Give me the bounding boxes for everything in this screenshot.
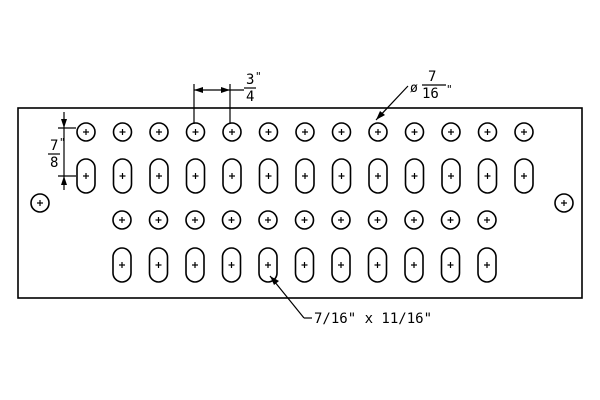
round-hole-denominator: 16 <box>422 86 439 102</box>
slot-hole <box>222 158 242 194</box>
round-hole <box>440 210 461 230</box>
slot-hole <box>441 158 461 194</box>
round-hole <box>185 210 205 230</box>
slot-hole <box>185 158 206 194</box>
slot-row-1 <box>76 158 534 194</box>
round-hole <box>331 122 352 142</box>
slot-hole <box>514 158 534 194</box>
row-spacing-numerator: 7 <box>50 138 58 154</box>
mounting-hole <box>554 193 574 213</box>
round-hole-mark: " <box>446 83 453 96</box>
diameter-symbol: ø <box>410 81 418 96</box>
slot-hole <box>149 158 169 194</box>
arrowhead-top <box>61 119 67 128</box>
arrowhead-left <box>194 87 203 93</box>
mounting-holes <box>30 193 574 213</box>
slot-hole <box>404 247 424 283</box>
row-spacing-denominator: 8 <box>50 155 58 171</box>
round-hole <box>112 210 132 230</box>
round-hole <box>441 122 461 142</box>
round-hole <box>149 122 169 142</box>
slot-hole <box>477 247 497 283</box>
round-hole-leader-arrow <box>376 111 385 120</box>
round-hole <box>367 210 388 230</box>
hole-spacing-mark: " <box>255 70 262 83</box>
round-hole <box>294 210 315 230</box>
slot-hole <box>331 247 351 283</box>
slot-hole <box>258 247 278 283</box>
round-hole-row-1 <box>76 122 534 142</box>
slot-hole <box>112 158 133 194</box>
round-hole-numerator: 7 <box>428 69 436 85</box>
mounting-hole <box>30 193 50 213</box>
slot-leader-arrow <box>270 276 279 285</box>
round-hole <box>258 122 279 142</box>
hole-spacing-denominator: 4 <box>246 89 254 105</box>
arrowhead-bottom <box>61 176 67 185</box>
slot-hole <box>404 158 425 194</box>
round-hole <box>368 122 388 142</box>
slot-hole <box>295 158 315 194</box>
slot-hole <box>221 247 242 283</box>
round-hole <box>477 210 497 230</box>
round-hole <box>148 210 169 230</box>
row-spacing-dimension: 7 " 8 <box>48 112 76 190</box>
slot-hole <box>294 247 315 283</box>
round-hole <box>404 210 424 230</box>
slot-hole <box>367 247 388 283</box>
round-hole <box>222 122 242 142</box>
slot-hole <box>368 158 388 194</box>
round-hole <box>112 122 133 142</box>
slot-row-2 <box>112 247 497 283</box>
slot-size-label: 7/16" x 11/16" <box>314 311 432 327</box>
round-hole <box>514 122 534 142</box>
slot-hole <box>112 247 132 283</box>
slot-hole <box>258 158 279 194</box>
slot-hole <box>477 158 498 194</box>
round-hole-callout: ø 7 16 " <box>375 69 453 121</box>
slot-hole <box>185 247 205 283</box>
round-hole <box>221 210 242 230</box>
slot-hole <box>440 247 461 283</box>
round-hole <box>404 122 425 142</box>
hole-spacing-numerator: 3 <box>246 72 254 88</box>
round-hole <box>76 122 96 142</box>
round-hole <box>331 210 351 230</box>
round-hole <box>185 122 206 142</box>
slot-hole <box>148 247 169 283</box>
round-hole <box>477 122 498 142</box>
slot-hole <box>76 158 96 194</box>
round-hole <box>258 210 278 230</box>
round-hole <box>295 122 315 142</box>
arrowhead-right <box>221 87 230 93</box>
row-spacing-mark: " <box>59 136 66 149</box>
plate-outline <box>17 107 583 299</box>
slot-hole <box>331 158 352 194</box>
hole-spacing-dimension: 3 " 4 <box>193 70 262 124</box>
slot-callout: 7/16" x 11/16" <box>269 275 432 327</box>
round-hole-row-2 <box>112 210 497 230</box>
